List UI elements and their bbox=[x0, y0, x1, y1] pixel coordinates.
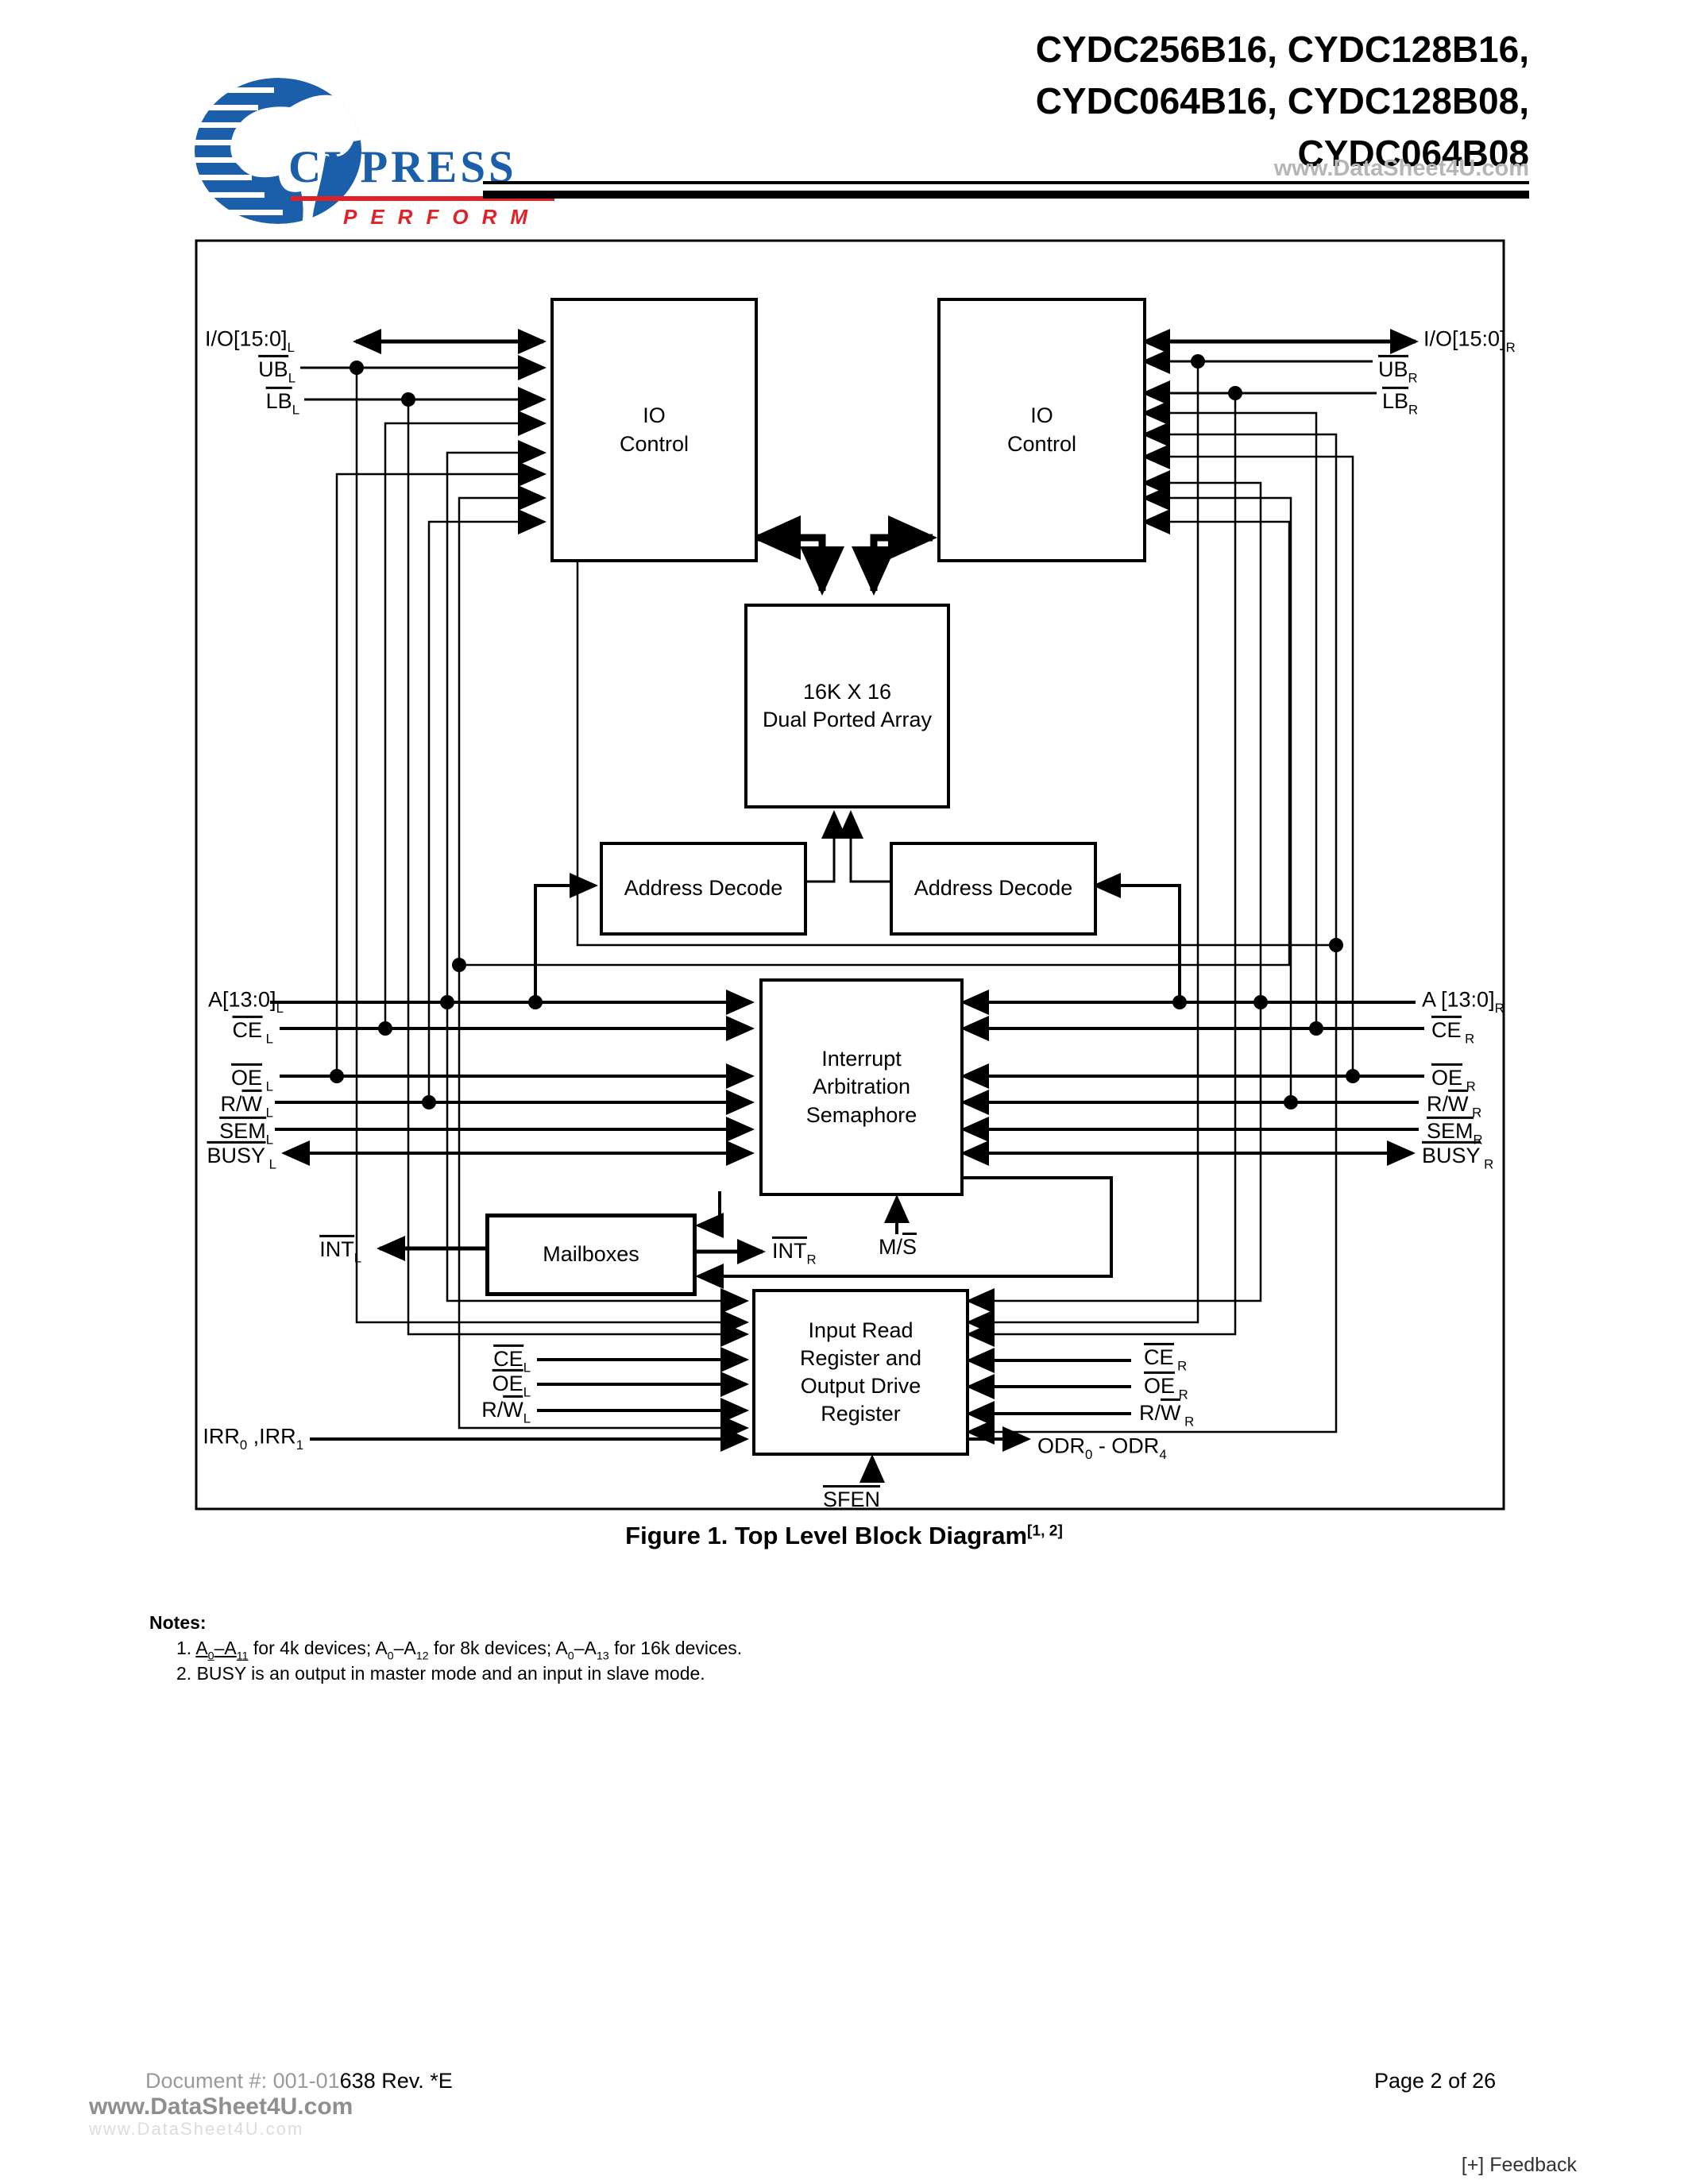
rw-left2-label: R/WL bbox=[481, 1395, 531, 1426]
io-control-left-block: IO Control bbox=[550, 298, 758, 562]
footer-watermark: www.DataSheet4U.com bbox=[89, 2093, 353, 2120]
oe-right-label: OE R bbox=[1431, 1063, 1476, 1094]
rw-right-label: R/W R bbox=[1427, 1089, 1481, 1120]
cypress-logo bbox=[139, 71, 584, 238]
busy-left-label: BUSY L bbox=[207, 1140, 276, 1171]
mailboxes-block: Mailboxes bbox=[485, 1214, 697, 1296]
int-left-label: INTL bbox=[319, 1234, 361, 1265]
ce-right-label: CE R bbox=[1431, 1015, 1474, 1046]
ce-left2-label: CEL bbox=[493, 1344, 531, 1375]
figure-caption: Figure 1. Top Level Block Diagram[1, 2] bbox=[625, 1522, 1063, 1549]
sfen-label: SFEN bbox=[823, 1485, 881, 1511]
sem-left-label: SEML bbox=[219, 1116, 273, 1147]
brand-tagline: PERFORM bbox=[343, 205, 541, 229]
int-right-label: INTR bbox=[772, 1236, 817, 1267]
oe-left2-label: OEL bbox=[492, 1368, 531, 1399]
a-left-label: A[13:0]L bbox=[208, 987, 284, 1016]
input-read-output-drive-register-block: Input Read Register and Output Drive Reg… bbox=[752, 1289, 969, 1456]
note-item: 1. A0–A11 for 4k devices; A0–A12 for 8k … bbox=[176, 1638, 743, 1663]
globe-icon bbox=[195, 78, 361, 224]
document-number-faded: Document #: 001-01 bbox=[145, 2069, 340, 2093]
io-control-right-block: IO Control bbox=[937, 298, 1146, 562]
footer-watermark-echo: www.DataSheet4U.com bbox=[89, 2119, 304, 2139]
document-number: Document #: 001-01638 Rev. *E bbox=[145, 2069, 453, 2093]
feedback-link[interactable]: [+] Feedback bbox=[1461, 2154, 1577, 2176]
a-right-label: A [13:0]R bbox=[1422, 987, 1505, 1016]
irr-label: IRR0 ,IRR1 bbox=[203, 1424, 303, 1453]
busy-right-label: BUSY R bbox=[1422, 1140, 1493, 1171]
document-number-rest: 638 Rev. *E bbox=[339, 2069, 453, 2093]
io-left-label: I/O[15:0]L bbox=[205, 326, 295, 355]
address-decode-right-block: Address Decode bbox=[890, 842, 1097, 936]
page-title: CYDC256B16, CYDC128B16,CYDC064B16, CYDC1… bbox=[1035, 29, 1529, 174]
dual-ported-array-block: 16K X 16 Dual Ported Array bbox=[744, 604, 950, 808]
rw-right2-label: R/W R bbox=[1139, 1398, 1194, 1429]
ce-left-label: CE L bbox=[232, 1015, 273, 1046]
ms-label: M/S bbox=[879, 1233, 917, 1258]
rw-left-label: R/W L bbox=[221, 1089, 273, 1120]
lb-right-label: LBR bbox=[1382, 386, 1418, 417]
lb-left-label: LBL bbox=[265, 386, 299, 417]
page-number: Page 2 of 26 bbox=[1374, 2069, 1497, 2093]
odr-label: ODR0 - ODR4 bbox=[1037, 1433, 1167, 1462]
oe-left-label: OE L bbox=[231, 1063, 273, 1094]
interrupt-arbitration-semaphore-block: Interrupt Arbitration Semaphore bbox=[759, 978, 964, 1196]
oe-right2-label: OE R bbox=[1144, 1371, 1188, 1402]
notes-heading: Notes: bbox=[149, 1612, 207, 1633]
io-right-label: I/O[15:0]R bbox=[1423, 326, 1516, 355]
ce-right2-label: CE R bbox=[1144, 1342, 1187, 1373]
ub-right-label: UBR bbox=[1378, 354, 1418, 385]
sem-right-label: SEMR bbox=[1427, 1116, 1483, 1147]
brand-wordmark: CYPRESS bbox=[288, 142, 517, 192]
brand-rule bbox=[291, 196, 554, 201]
ub-left-label: UBL bbox=[258, 354, 295, 385]
address-decode-left-block: Address Decode bbox=[600, 842, 807, 936]
header-watermark: www.DataSheet4U.com bbox=[1273, 156, 1529, 181]
header-rule-thin bbox=[483, 181, 1529, 184]
note-item: 2. BUSY is an output in master mode and … bbox=[176, 1663, 705, 1684]
header-rule-thick bbox=[483, 191, 1529, 199]
